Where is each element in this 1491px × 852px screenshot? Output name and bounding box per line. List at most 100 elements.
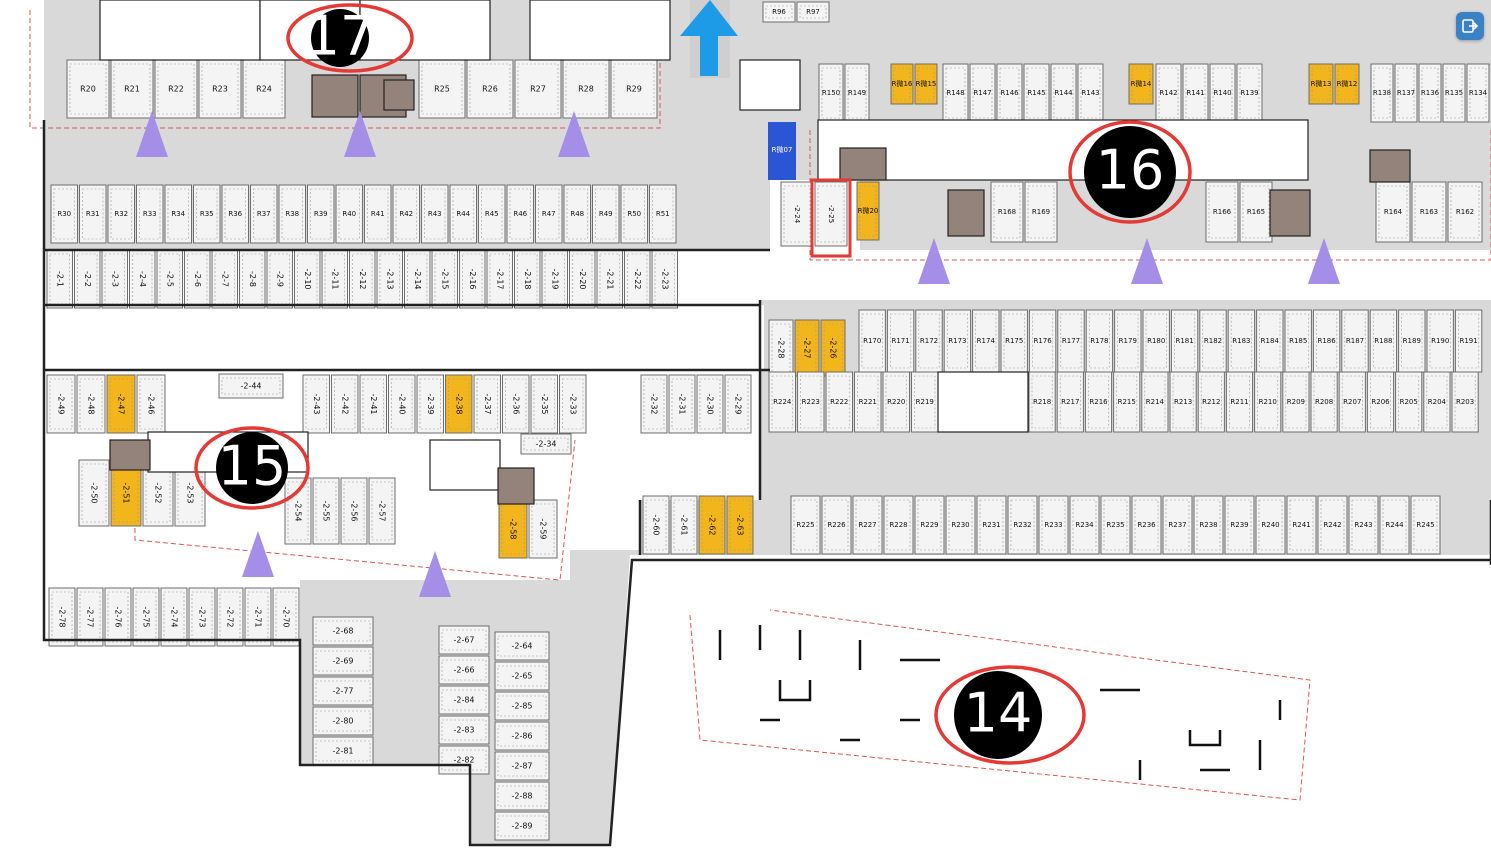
stall-label: R微13 [1311, 79, 1332, 88]
stall-label: R230 [951, 521, 969, 529]
stall-inner [132, 253, 153, 305]
stall-inner [799, 5, 827, 19]
stall-label: R36 [228, 210, 242, 218]
stall-label: R245 [1416, 521, 1434, 529]
parking-stall [914, 63, 938, 105]
parking-stall [335, 184, 363, 244]
purple-up-arrow-icon [918, 238, 950, 284]
stall-inner [269, 253, 290, 305]
parking-stall [494, 691, 550, 721]
parking-stall [1085, 309, 1114, 373]
stall-inner [1227, 499, 1252, 551]
stall-label: -2-40 [397, 393, 406, 414]
stall-label: R35 [200, 210, 214, 218]
stall-label: R215 [1118, 398, 1136, 406]
stall-inner [441, 719, 487, 741]
parking-stall [312, 736, 374, 766]
stall-inner [315, 481, 337, 541]
parking-stall [1028, 371, 1056, 433]
stall-inner [861, 313, 883, 369]
parking-stall [1395, 371, 1423, 433]
stall-inner [82, 188, 104, 240]
stall-label: -2-87 [511, 762, 532, 771]
parking-stall [404, 249, 431, 309]
stall-label: R137 [1397, 89, 1415, 97]
stall-inner [918, 313, 940, 369]
parking-stall [494, 631, 550, 661]
stall-inner [1041, 499, 1066, 551]
stall-inner [367, 188, 389, 240]
stall-inner [893, 67, 911, 101]
stall-inner [107, 591, 129, 643]
stall-inner [191, 591, 213, 643]
parking-stall [1447, 181, 1483, 243]
stall-label: -2-3 [110, 271, 119, 287]
parking-stall [528, 499, 558, 559]
stall-label: -2-63 [736, 514, 745, 535]
parking-stall [1224, 495, 1255, 555]
stall-inner [1259, 313, 1281, 369]
parking-stall [1451, 371, 1479, 433]
parking-stall [132, 587, 160, 647]
stall-inner [771, 323, 791, 373]
stall-inner [448, 378, 470, 430]
parking-stall [1341, 309, 1369, 373]
parking-stall [244, 587, 272, 647]
parking-stall [854, 371, 882, 433]
export-button[interactable] [1456, 12, 1484, 40]
stall-inner [441, 659, 487, 681]
stall-label: R37 [257, 210, 271, 218]
parking-stall [312, 616, 374, 646]
stall-label: -2-1 [55, 271, 64, 287]
parking-stall [272, 587, 300, 647]
parking-stall [368, 477, 396, 545]
stall-label: -2-68 [332, 627, 353, 636]
marker-15-disc [216, 432, 288, 504]
walls [42, 120, 1491, 847]
parking-stall [797, 371, 825, 433]
parking-stall [76, 587, 104, 647]
stall-label: R235 [1106, 521, 1124, 529]
parking-stall [1255, 495, 1286, 555]
stall-label: R169 [1032, 208, 1050, 216]
parking-stall [1256, 309, 1284, 373]
parking-stall [698, 495, 726, 555]
stall-label: -2-25 [827, 205, 835, 223]
stall-label: R微12 [1337, 79, 1358, 88]
stall-inner [975, 313, 997, 369]
stall-label: -2-81 [332, 747, 353, 756]
parking-stall [1142, 309, 1170, 373]
stall-label: R191 [1459, 337, 1477, 345]
stall-inner [334, 378, 356, 430]
stall-label: R228 [889, 521, 907, 529]
stall-inner [395, 188, 417, 240]
stall-label: -2-43 [312, 393, 321, 414]
parking-stall [1369, 309, 1398, 373]
stall-label: -2-18 [523, 268, 532, 289]
purple-up-arrow-icon [242, 531, 274, 577]
stall-inner [1469, 67, 1487, 119]
stall-label: -2-73 [198, 606, 207, 627]
stall-label: R207 [1343, 398, 1361, 406]
stall-label: R176 [1033, 337, 1052, 345]
parking-stall [239, 249, 266, 309]
wall-line [42, 120, 1491, 847]
stall-label: R177 [1062, 337, 1080, 345]
stall-inner [104, 253, 125, 305]
stall-label: R217 [1061, 398, 1079, 406]
stall-label: R211 [1230, 398, 1248, 406]
stall-label: -2-59 [539, 518, 548, 539]
stall-label: -2-28 [777, 337, 786, 358]
parking-stall [1284, 309, 1312, 373]
stall-inner [287, 481, 309, 541]
parking-stall [312, 477, 340, 545]
stall-inner [1289, 499, 1314, 551]
stall-inner [113, 63, 151, 115]
parking-stall [514, 249, 541, 309]
parking-stall [852, 495, 883, 555]
stall-inner [1458, 313, 1480, 369]
stall-label: R227 [858, 521, 876, 529]
parking-stall [1227, 309, 1256, 373]
parking-stall [46, 374, 76, 434]
